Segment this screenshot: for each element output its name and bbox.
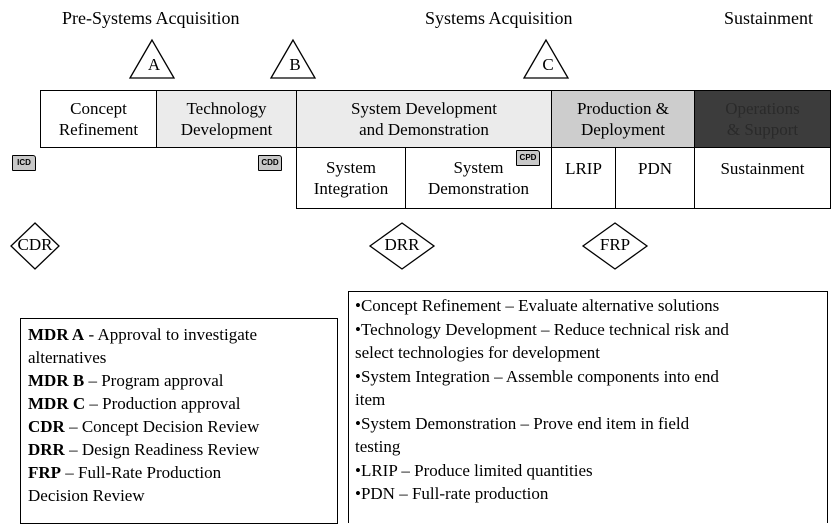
legend-entry-mdr-b: MDR B – Program approval — [28, 371, 224, 390]
milestone-triangles — [128, 38, 570, 79]
description-line: testing — [355, 437, 401, 456]
legend-entry-mdr-c: MDR C – Production approval — [28, 394, 241, 413]
milestone-a-triangle — [128, 38, 176, 79]
description-line: item — [355, 390, 386, 409]
production-deployment-box: Production & Deployment — [551, 90, 695, 148]
legend-entry-frp: FRP – Full-Rate Production — [28, 463, 222, 482]
operations-line2: & Support — [726, 120, 799, 139]
legend-entry-mdr-a-cont: alternatives — [28, 348, 107, 367]
cdd-document-icon: CDD — [258, 155, 282, 171]
production-line1: Production & — [576, 99, 670, 118]
technology-development-line2: Development — [180, 120, 273, 139]
sdd-line1: System Development — [351, 99, 497, 118]
icd-document-icon: ICD — [12, 155, 36, 171]
concept-refinement-line1: Concept — [70, 99, 127, 118]
drr-label: DRR — [384, 235, 420, 254]
operations-line1: Operations — [725, 99, 800, 118]
sustainment-phase-label: Sustainment — [724, 8, 813, 28]
sustainment-label: Sustainment — [720, 159, 805, 178]
milestone-c-label: C — [542, 55, 554, 74]
frp-diamond — [581, 222, 649, 270]
description-line: •LRIP – Produce limited quantities — [355, 460, 593, 480]
cdr-label: CDR — [17, 235, 53, 254]
description-line: •Technology Development – Reduce technic… — [355, 319, 729, 339]
systems-acquisition-label: Systems Acquisition — [425, 8, 573, 28]
system-integration-line1: System — [325, 158, 377, 177]
lrip-label: LRIP — [565, 159, 602, 178]
system-demonstration-line2: Demonstration — [427, 179, 530, 198]
milestone-b-label: B — [289, 55, 301, 74]
milestone-b-triangle — [269, 38, 317, 79]
description-line: select technologies for development — [355, 343, 600, 362]
description-line: •System Integration – Assemble component… — [355, 366, 719, 386]
description-line: •System Demonstration – Prove end item i… — [355, 413, 690, 433]
cpd-document-icon: CPD — [516, 150, 540, 166]
system-development-demonstration-box: System Development and Demonstration — [296, 90, 552, 148]
pdn-box: PDN — [615, 147, 695, 209]
acronym-legend: MDR A - Approval to investigate alternat… — [20, 318, 338, 524]
review-diamonds — [10, 222, 649, 270]
description-line: •PDN – Full-rate production — [355, 484, 549, 503]
system-demonstration-line1: System — [453, 158, 504, 177]
system-integration-line2: Integration — [313, 179, 389, 198]
phase-descriptions: •Concept Refinement – Evaluate alternati… — [348, 291, 828, 523]
legend-entry-frp-cont: Decision Review — [28, 486, 145, 505]
sustainment-box: Sustainment — [694, 147, 831, 209]
legend-entry-cdr: CDR – Concept Decision Review — [28, 417, 260, 436]
lrip-box: LRIP — [551, 147, 616, 209]
sdd-line2: and Demonstration — [359, 120, 489, 139]
pdn-label: PDN — [637, 159, 672, 178]
pre-systems-acquisition-label: Pre-Systems Acquisition — [62, 8, 240, 28]
cdr-diamond — [10, 222, 60, 270]
frp-label: FRP — [599, 235, 631, 254]
technology-development-line1: Technology — [186, 99, 267, 118]
operations-support-box: Operations & Support — [694, 90, 831, 148]
legend-entry-drr: DRR – Design Readiness Review — [28, 440, 260, 459]
description-line: •Concept Refinement – Evaluate alternati… — [355, 296, 720, 315]
drr-diamond — [368, 222, 436, 270]
milestone-a-label: A — [147, 55, 161, 74]
milestone-c-triangle — [522, 38, 570, 79]
production-line2: Deployment — [580, 120, 666, 139]
legend-entry-mdr-a: MDR A - Approval to investigate — [28, 325, 258, 344]
concept-refinement-line2: Refinement — [58, 120, 139, 139]
